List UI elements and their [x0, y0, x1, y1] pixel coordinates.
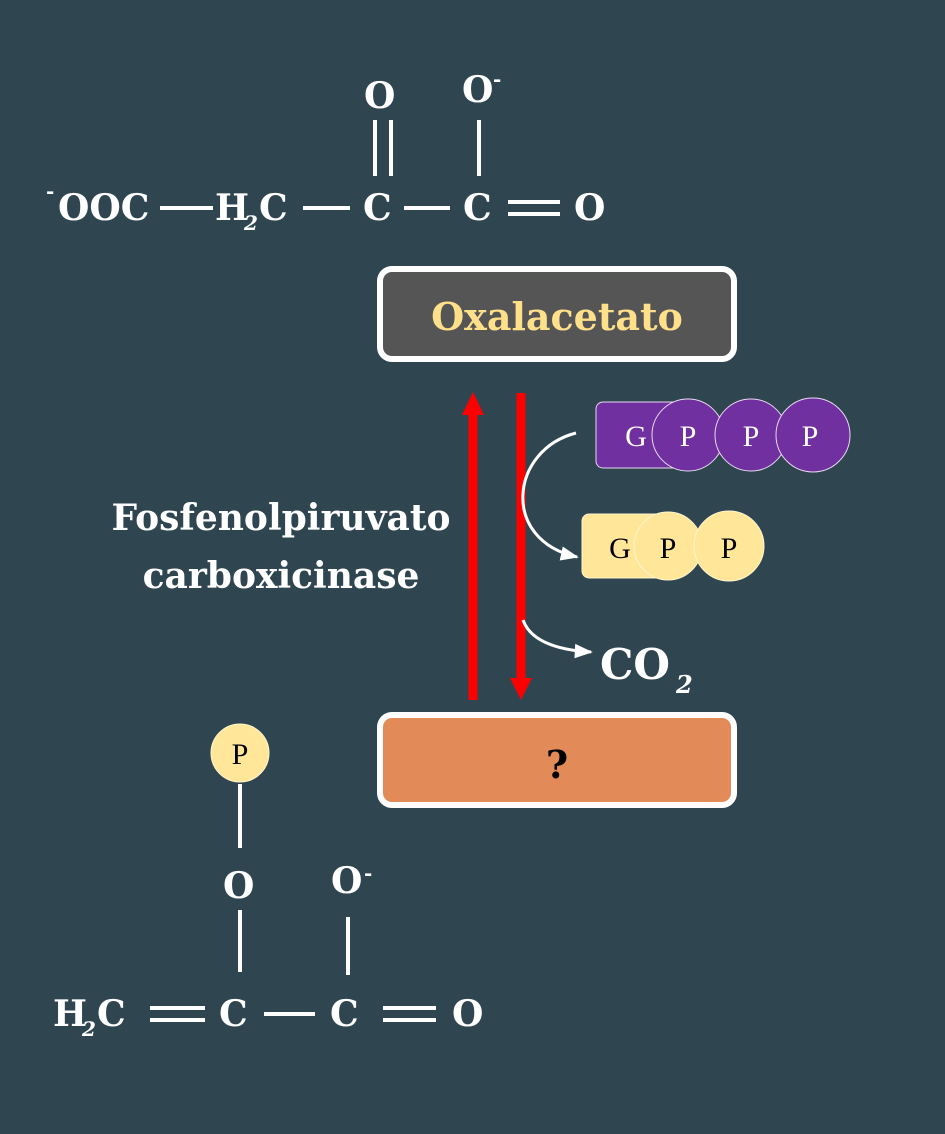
enol-c: C: [219, 993, 248, 1035]
phosphate-letter: P: [680, 420, 697, 453]
co2-subscript: 2: [675, 670, 693, 699]
phosphoenolpyruvate-structure: P O O - H 2 C C C O: [53, 723, 483, 1041]
methylene-h: H: [53, 993, 87, 1035]
product-label: ?: [546, 742, 568, 787]
methylene-c: C: [259, 187, 288, 229]
charge-minus: -: [364, 861, 372, 885]
ester-o: O: [223, 865, 254, 907]
enzyme-label: Fosfenolpiruvato carboxicinase: [112, 497, 451, 597]
keto-o: O: [364, 75, 395, 117]
gtp-molecule: G P P P: [595, 397, 851, 473]
phosphate-letter: P: [232, 738, 249, 771]
reverse-arrowhead: [462, 392, 484, 415]
guanosine-letter: G: [609, 532, 631, 565]
methylene-h: H: [215, 187, 249, 229]
reaction-arrows: [462, 392, 532, 700]
carboxyl-o: O: [452, 993, 483, 1035]
product-box: ?: [377, 712, 737, 808]
guanosine-letter: G: [625, 420, 647, 453]
phosphate-letter: P: [721, 532, 738, 565]
co2-text: CO: [600, 640, 670, 689]
oxaloacetate-box: Oxalacetato: [377, 266, 737, 362]
enzyme-name-line2: carboxicinase: [143, 555, 420, 597]
carboxyl-c: C: [463, 187, 492, 229]
charge-minus: -: [46, 179, 54, 203]
phosphate-bead: [693, 510, 765, 582]
methylene-subscript: 2: [243, 211, 258, 235]
phosphate-letter: P: [743, 420, 760, 453]
carboxylate-group: OOC: [58, 187, 149, 229]
forward-arrowhead: [510, 678, 532, 700]
phosphate-letter: P: [802, 420, 819, 453]
phosphate-letter: P: [660, 532, 677, 565]
charge-minus: -: [493, 67, 501, 91]
methylene-c: C: [97, 993, 126, 1035]
oxaloacetate-label: Oxalacetato: [431, 294, 683, 339]
methylene-subscript: 2: [81, 1017, 96, 1041]
co2-label: CO 2: [600, 640, 693, 699]
phosphate-bead: [210, 723, 270, 783]
carboxyl-o-minus: O: [331, 860, 362, 902]
oxaloacetate-structure: - OOC H 2 C C C O O O -: [46, 67, 605, 235]
carboxyl-c: C: [330, 993, 359, 1035]
carboxyl-o: O: [574, 187, 605, 229]
gtp-to-gdp-arrow: [521, 431, 579, 561]
phosphate-bead: [775, 397, 851, 473]
carbonyl-c: C: [363, 187, 392, 229]
enzyme-name-line1: Fosfenolpiruvato: [112, 497, 451, 539]
co2-release-arrow: [521, 619, 593, 659]
gdp-molecule: G P P: [581, 510, 765, 582]
carboxyl-o-minus: O: [462, 69, 493, 111]
